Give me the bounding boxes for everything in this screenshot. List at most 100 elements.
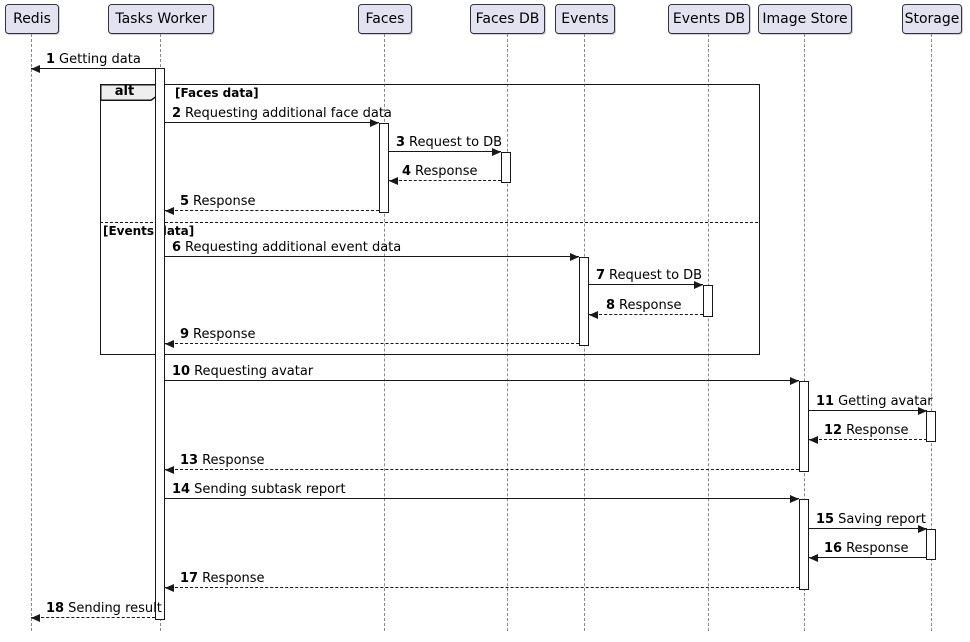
participant-label-redis: Redis: [13, 11, 51, 27]
participant-faces-db: Faces DB: [470, 4, 545, 34]
message-arrowhead-12: [809, 436, 818, 444]
participant-label-faces: Faces: [365, 11, 405, 27]
message-text: Response: [193, 327, 256, 342]
alt-frame-operator-label: alt: [114, 83, 135, 99]
message-text: Response: [202, 571, 265, 586]
message-number: 1: [46, 52, 56, 67]
message-arrowhead-17: [165, 584, 174, 592]
message-line-5: [165, 210, 379, 211]
message-number: 5: [180, 194, 190, 209]
message-line-6: [165, 256, 579, 257]
message-arrowhead-7: [694, 281, 703, 289]
lifeline-image-store: [804, 34, 805, 631]
participant-image-store: Image Store: [758, 4, 852, 34]
message-arrowhead-10: [790, 377, 799, 385]
message-number: 16: [824, 541, 843, 556]
message-line-2: [165, 122, 379, 123]
message-text: Response: [619, 298, 682, 313]
message-line-16: [809, 557, 927, 558]
message-arrowhead-18: [31, 614, 40, 622]
message-text: Requesting additional face data: [185, 106, 392, 121]
participant-events: Events: [555, 4, 615, 34]
message-text: Requesting additional event data: [185, 240, 402, 255]
activation-bar-faces-db: [501, 152, 511, 183]
participant-faces: Faces: [358, 4, 412, 34]
message-text: Response: [846, 541, 909, 556]
message-text: Response: [846, 423, 909, 438]
lifeline-storage: [931, 34, 932, 631]
message-line-4: [389, 180, 501, 181]
message-arrowhead-4: [389, 177, 398, 185]
alt-section-divider: [100, 222, 758, 223]
participant-label-events: Events: [561, 11, 609, 27]
message-arrowhead-6: [570, 253, 579, 261]
message-line-12: [809, 439, 927, 440]
message-text: Getting data: [59, 52, 141, 67]
message-arrowhead-15: [918, 525, 927, 533]
participant-events-db: Events DB: [668, 4, 750, 34]
participant-label-tasks-worker: Tasks Worker: [115, 11, 207, 27]
message-text: Response: [415, 164, 478, 179]
message-line-7: [589, 284, 703, 285]
message-number: 12: [824, 423, 843, 438]
activation-bar-storage: [926, 411, 936, 442]
message-number: 15: [816, 512, 835, 527]
participant-label-faces-db: Faces DB: [475, 11, 540, 27]
message-number: 13: [180, 453, 199, 468]
message-line-18: [31, 617, 155, 618]
alt-frame: alt: [99, 83, 760, 355]
message-number: 6: [172, 240, 182, 255]
message-number: 2: [172, 106, 182, 121]
message-line-17: [165, 587, 799, 588]
alt-frame-tab: alt: [99, 83, 162, 105]
message-number: 8: [606, 298, 616, 313]
message-line-13: [165, 469, 799, 470]
message-text: Requesting avatar: [194, 364, 314, 379]
message-line-14: [165, 498, 799, 499]
activation-bar-events-db: [703, 285, 713, 317]
message-text: Saving report: [838, 512, 926, 527]
message-arrowhead-13: [165, 466, 174, 474]
activation-bar-image-store: [799, 499, 809, 590]
message-text: Response: [193, 194, 256, 209]
participant-storage: Storage: [902, 4, 962, 34]
message-number: 7: [596, 268, 606, 283]
alt-section-label: [Events data]: [103, 224, 195, 238]
message-number: 10: [172, 364, 191, 379]
participant-label-storage: Storage: [904, 11, 960, 27]
message-number: 9: [180, 327, 190, 342]
message-number: 4: [402, 164, 412, 179]
message-text: Request to DB: [609, 268, 703, 283]
message-line-15: [809, 528, 927, 529]
message-arrowhead-3: [492, 148, 501, 156]
message-line-3: [389, 151, 501, 152]
participant-label-image-store: Image Store: [762, 11, 848, 27]
message-arrowhead-5: [165, 207, 174, 215]
participant-label-events-db: Events DB: [672, 11, 746, 27]
message-number: 11: [816, 394, 835, 409]
message-line-8: [589, 314, 703, 315]
activation-bar-image-store: [799, 381, 809, 472]
message-text: Response: [202, 453, 265, 468]
message-text: Sending subtask report: [194, 482, 346, 497]
lifeline-redis: [31, 34, 32, 631]
message-arrowhead-2: [370, 119, 379, 127]
message-text: Getting avatar: [838, 394, 933, 409]
message-number: 14: [172, 482, 191, 497]
message-arrowhead-1: [31, 65, 40, 73]
